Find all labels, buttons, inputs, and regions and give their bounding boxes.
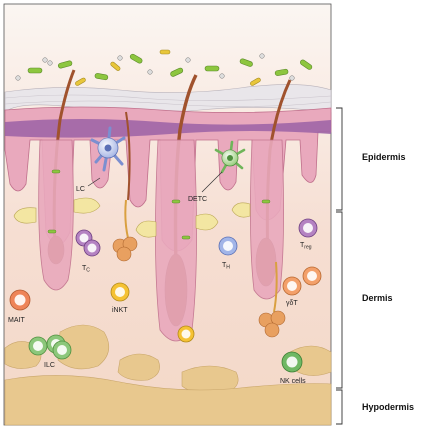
th-cell xyxy=(218,236,238,256)
region-label-dermis: Dermis xyxy=(362,293,393,303)
region-brackets xyxy=(336,107,343,425)
follicle-sheaths xyxy=(38,139,284,342)
inkt-cell-2 xyxy=(177,325,195,343)
th-label: TH xyxy=(222,262,230,271)
mait-label: MAIT xyxy=(8,317,25,324)
hypodermis-bracket xyxy=(336,389,343,425)
sweat-glands xyxy=(112,199,286,338)
sebaceous-glands xyxy=(13,197,251,238)
region-label-hypodermis: Hypodermis xyxy=(362,402,414,412)
gdt-label: γδT xyxy=(286,300,298,307)
treg-label: Treg xyxy=(300,242,312,251)
inkt-label: iNKT xyxy=(112,307,128,314)
nk-label: NK cells xyxy=(280,378,306,385)
lc-cell xyxy=(90,126,126,172)
detc-label: DETC xyxy=(188,196,207,203)
dermis-bracket xyxy=(336,211,343,389)
tc-cells xyxy=(75,229,101,257)
stratum-corneum xyxy=(4,84,332,113)
region-label-epidermis: Epidermis xyxy=(362,152,406,162)
inkt-cell xyxy=(110,282,130,302)
detc-cell xyxy=(214,140,246,174)
lc-label: LC xyxy=(76,186,85,193)
surface-bacteria xyxy=(15,49,313,86)
mait-cell xyxy=(9,289,31,311)
nk-cell xyxy=(281,351,303,373)
tc-label: TC xyxy=(82,265,90,274)
ilc-label: ILC xyxy=(44,362,55,369)
treg-cell xyxy=(298,218,318,238)
epidermis-bracket xyxy=(336,107,343,211)
gdt-cells xyxy=(282,266,322,296)
ilc-cells xyxy=(28,334,72,360)
follicle-bacteria xyxy=(47,169,271,240)
detc-leader-line xyxy=(201,171,223,193)
lc-leader-line xyxy=(87,177,101,187)
